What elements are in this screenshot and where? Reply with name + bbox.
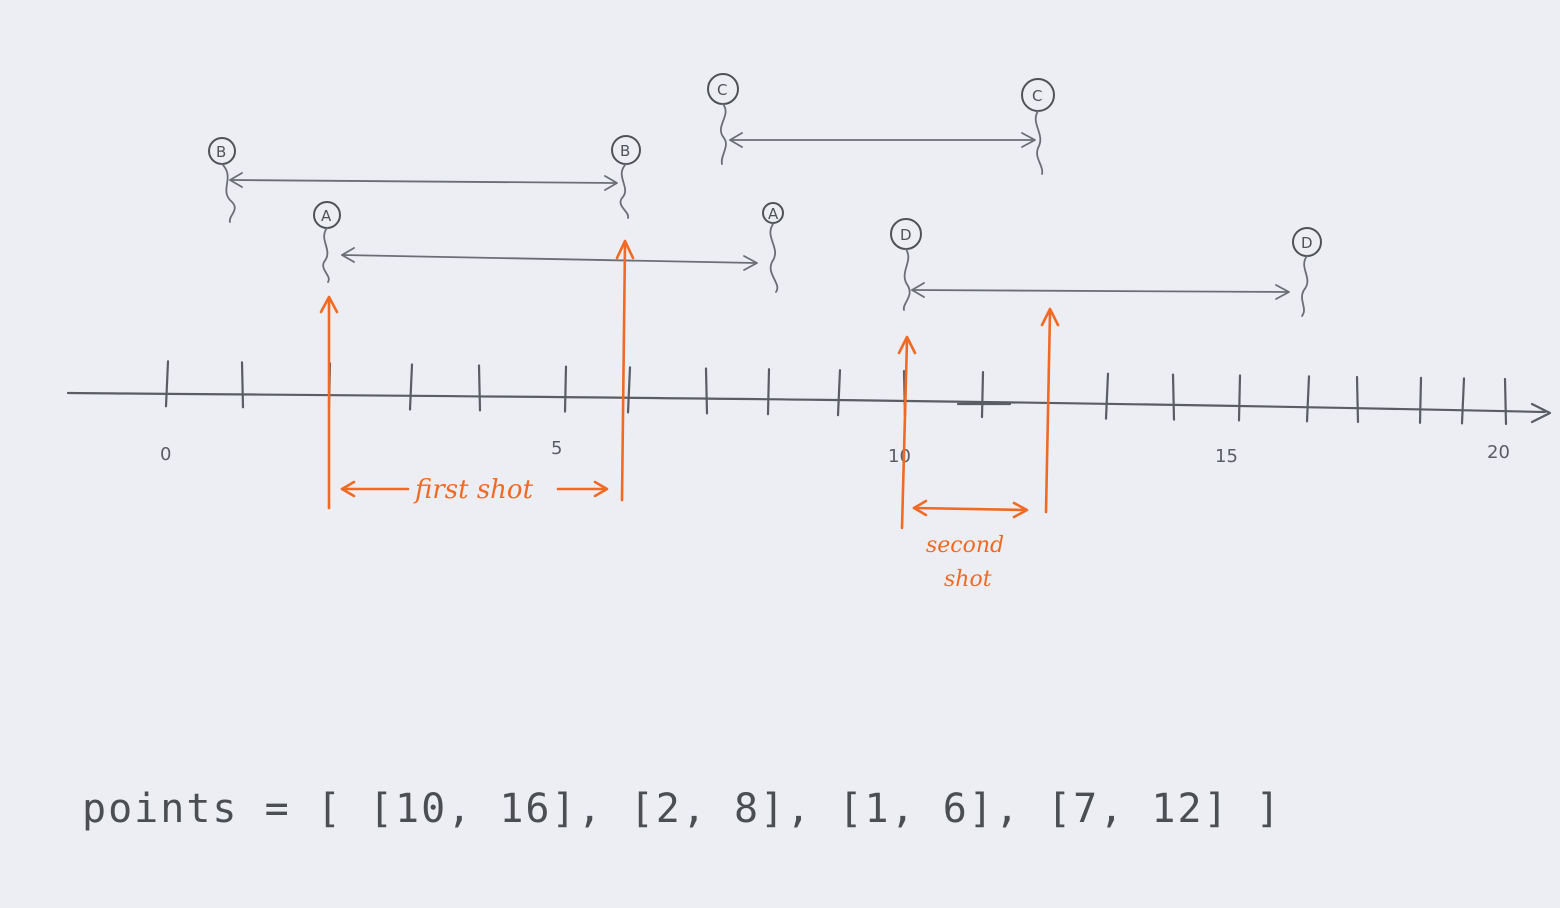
- first-shot-arrow-line: [620, 242, 627, 502]
- axis-tick: [1237, 374, 1242, 422]
- first-shot-label: first shot: [413, 475, 534, 505]
- first-shot-annotation: first shot: [319, 239, 635, 510]
- balloon-d-interval-line: [911, 289, 1289, 293]
- axis-tick: [836, 369, 842, 417]
- balloon-c-start-string: [719, 103, 727, 165]
- number-line: 0 5 10 15 20: [66, 360, 1552, 467]
- balloon-b-end-label: B: [620, 142, 630, 160]
- balloon-c-range: C C: [707, 73, 1055, 175]
- balloon-a-right-arrowhead: [743, 255, 758, 271]
- balloon-d-right-arrowhead: [1275, 284, 1290, 300]
- balloon-d-start-string: [902, 248, 911, 311]
- axis-tick: [766, 368, 771, 416]
- second-shot-arrowhead: [1040, 307, 1060, 327]
- balloon-d-end-string: [1301, 255, 1309, 317]
- balloon-b-range: B B: [208, 135, 641, 223]
- second-shot-arrow-line: [1044, 310, 1052, 514]
- axis-tick: [704, 367, 709, 415]
- axis-arrowhead: [1530, 402, 1552, 424]
- balloon-d-start-label: D: [900, 226, 912, 244]
- tick-label-20: 20: [1487, 442, 1510, 463]
- second-shot-range-left-head: [912, 499, 928, 517]
- balloon-b-left-arrowhead: [229, 172, 243, 188]
- balloon-c-end-label: C: [1032, 87, 1042, 105]
- first-shot-right-pointer-head: [593, 480, 609, 498]
- balloon-a-left-arrowhead: [341, 247, 355, 263]
- balloon-c-right-arrowhead: [1021, 132, 1036, 148]
- balloon-b-start-label: B: [216, 143, 226, 161]
- balloon-c-left-arrowhead: [729, 132, 743, 148]
- second-shot-annotation: second shot: [897, 307, 1060, 592]
- second-shot-range-right-head: [1012, 501, 1029, 519]
- balloon-a-start-string: [322, 227, 330, 283]
- axis-tick: [240, 361, 245, 409]
- axis-tick: [1171, 373, 1176, 421]
- balloon-a-end-string: [769, 223, 779, 293]
- second-shot-label-line2: shot: [944, 567, 992, 592]
- balloon-b-interval-line: [231, 179, 617, 184]
- axis-tick: [1305, 375, 1311, 423]
- tick-label-15: 15: [1215, 446, 1238, 467]
- tick-label-0: 0: [160, 444, 171, 465]
- balloon-b-start-string: [221, 163, 236, 223]
- first-shot-left-arrowhead: [319, 295, 339, 314]
- balloon-b-right-arrowhead: [604, 175, 618, 191]
- axis-tick: [477, 364, 482, 412]
- balloon-d-left-arrowhead: [911, 282, 925, 298]
- axis-tick: [1503, 377, 1508, 426]
- balloon-a-range: A A: [313, 201, 784, 293]
- axis-tick: [164, 360, 170, 408]
- second-shot-left-arrowhead: [897, 335, 917, 355]
- balloon-c-end-string: [1034, 110, 1044, 175]
- balloon-c-start-label: C: [717, 81, 727, 99]
- axis-line: [66, 391, 1547, 414]
- second-shot-label-line1: second: [926, 533, 1004, 558]
- axis-tick: [1104, 372, 1110, 420]
- balloon-d-end-label: D: [1301, 234, 1313, 252]
- axis-tick: [1355, 375, 1360, 424]
- tick-label-5: 5: [551, 438, 562, 459]
- tick-label-10: 10: [888, 446, 911, 467]
- balloon-a-interval-line: [341, 254, 757, 264]
- first-shot-left-pointer-head: [340, 480, 356, 498]
- axis-ticks: [164, 360, 1508, 426]
- axis-tick: [1418, 376, 1423, 424]
- balloon-d-range: D D: [890, 218, 1322, 317]
- axis-tick: [408, 363, 414, 411]
- balloon-a-end-icon: [762, 202, 784, 224]
- balloon-a-end-label: A: [768, 205, 779, 223]
- axis-tick: [1460, 377, 1466, 425]
- balloon-b-end-string: [619, 163, 629, 219]
- axis-tick: [626, 366, 632, 414]
- axis-tick: [980, 370, 985, 419]
- second-shot-range-line: [912, 506, 1028, 512]
- axis-tick: [563, 365, 568, 413]
- balloon-a-start-label: A: [321, 207, 332, 225]
- first-shot-arrowhead: [615, 239, 635, 260]
- points-formula: points = [ [10, 16], [2, 8], [1, 6], [7,…: [82, 786, 1282, 832]
- second-shot-left-line: [900, 338, 909, 530]
